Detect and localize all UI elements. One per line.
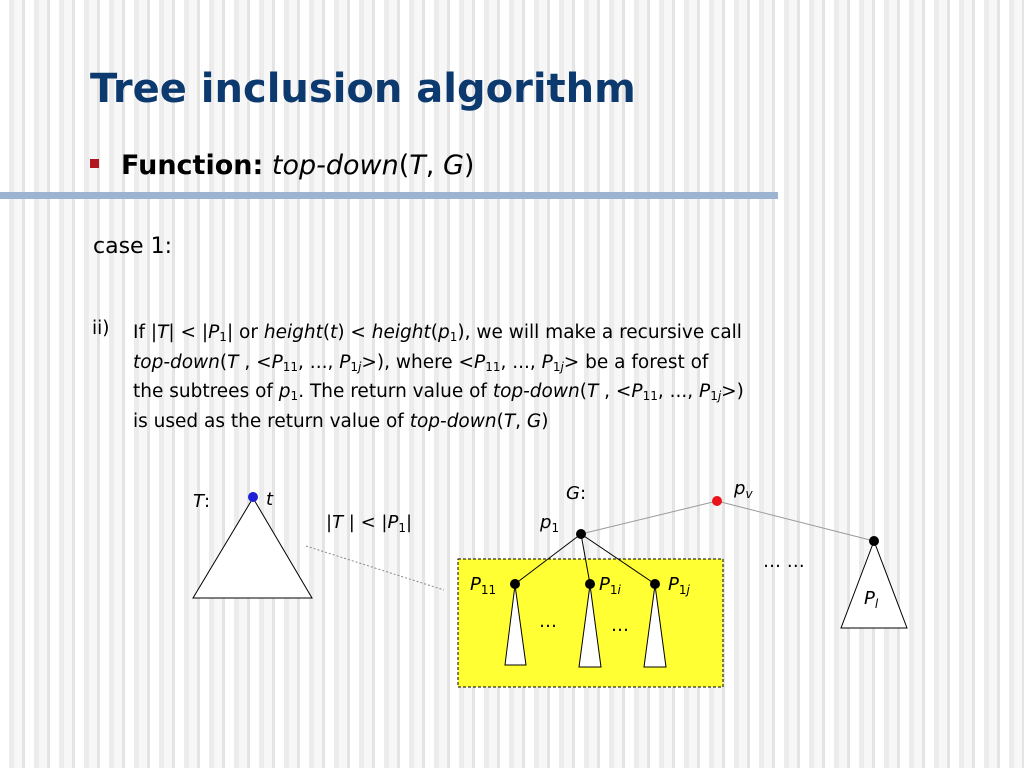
edge-p1-p1i [580,533,591,585]
subtree-pl [840,539,908,629]
description-line-2: top-down(T , <P11, ..., P1j>), where <P1… [133,351,709,374]
label-tree-T: T: [193,491,210,512]
subtree-p1j [643,584,667,668]
function-arg-g: G [442,150,464,181]
node-p1i-dot [585,579,595,589]
bullet-square-icon [90,159,99,168]
function-label: Function: [121,150,264,181]
node-pl-dot [869,536,879,546]
node-p11-dot [510,579,520,589]
tree-t-triangle [192,497,313,599]
item-marker: ii) [92,318,110,339]
edge-p1-p1j [580,533,656,585]
function-name: top-down [271,150,399,181]
edge-pv-p1 [580,500,718,535]
label-tree-G: G: [566,483,586,504]
node-p1j-dot [650,579,660,589]
edge-pv-pl [716,500,875,542]
case-description: If |T| < |P1| or height(t) < height(p1),… [133,318,933,436]
label-pv: pv [733,478,753,501]
node-t-dot [248,492,258,502]
node-pv-dot [712,496,722,506]
node-p1-dot [576,529,586,539]
subtree-p1i [578,584,602,668]
case-heading: case 1: [93,234,172,259]
subtree-p11 [504,584,527,666]
description-line-4: is used as the return value of top-down(… [133,410,549,432]
label-size-comparison: |T | < |P1| [326,512,412,535]
ellipsis-left: … [539,611,557,632]
ellipsis-right: … [611,615,629,636]
slide-title: Tree inclusion algorithm [90,66,636,112]
description-line-3: the subtrees of p1. The return value of … [133,381,744,403]
label-node-t: t [266,489,274,510]
function-arg-t: T [409,150,426,181]
description-line-1: If |T| < |P1| or height(t) < height(p1),… [133,322,742,344]
label-p1: p1 [539,512,559,535]
function-bullet: Function: top-down(T, G) [90,150,474,181]
ellipsis-siblings: … … [763,551,805,572]
edge-p1-p11 [514,533,582,585]
title-rule [0,192,778,199]
dotted-connector [305,545,445,591]
